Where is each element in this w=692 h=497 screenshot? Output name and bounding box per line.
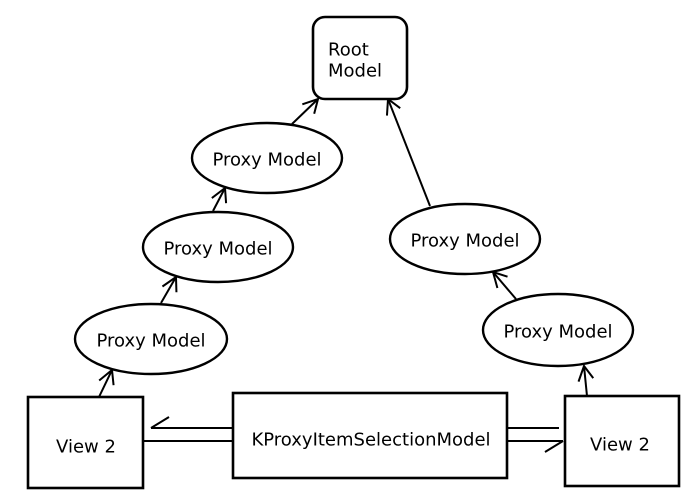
arrowhead-stroke-to-view-left — [150, 416, 170, 429]
arrow-proxy-left-middle-to-proxy-left-top — [211, 186, 228, 212]
arrowhead-stroke-to-view-right — [544, 440, 564, 453]
kproxy-item-selection-model-node — [231, 391, 509, 480]
root-model-label-line2: Model — [328, 61, 382, 82]
view-right-label: View 2 — [590, 435, 650, 456]
proxy-model-left-bottom-label: Proxy Model — [96, 331, 205, 352]
view-left-label: View 2 — [56, 437, 116, 458]
view-right-node — [563, 394, 681, 488]
proxy-model-right-bottom-node — [481, 292, 635, 368]
proxy-model-left-middle-label: Proxy Model — [163, 239, 272, 260]
proxy-model-left-top-label: Proxy Model — [212, 150, 321, 171]
proxy-model-right-top-label: Proxy Model — [410, 231, 519, 252]
arrow-proxy-left-top-to-root-model — [291, 97, 320, 125]
view-left-node — [26, 395, 145, 490]
proxy-model-left-middle-node — [141, 210, 295, 284]
arrow-view-right-to-proxy-right-bottom — [577, 363, 595, 397]
arrow-view-left-to-proxy-left-bottom — [98, 368, 115, 398]
proxy-model-right-top-node — [388, 202, 542, 276]
arrow-proxy-left-bottom-to-proxy-left-middle — [160, 275, 178, 304]
arrow-proxy-right-top-to-root-model — [385, 97, 431, 207]
proxy-model-left-top-node — [190, 121, 344, 195]
proxy-model-right-bottom-label: Proxy Model — [503, 322, 612, 343]
arrow-proxy-right-bottom-to-proxy-right-top — [491, 270, 517, 300]
root-model-label-line1: Root — [328, 40, 369, 61]
root-model-node — [311, 15, 409, 101]
kproxy-item-selection-model-label: KProxyItemSelectionModel — [251, 430, 490, 451]
proxy-model-left-bottom-node — [73, 302, 229, 376]
